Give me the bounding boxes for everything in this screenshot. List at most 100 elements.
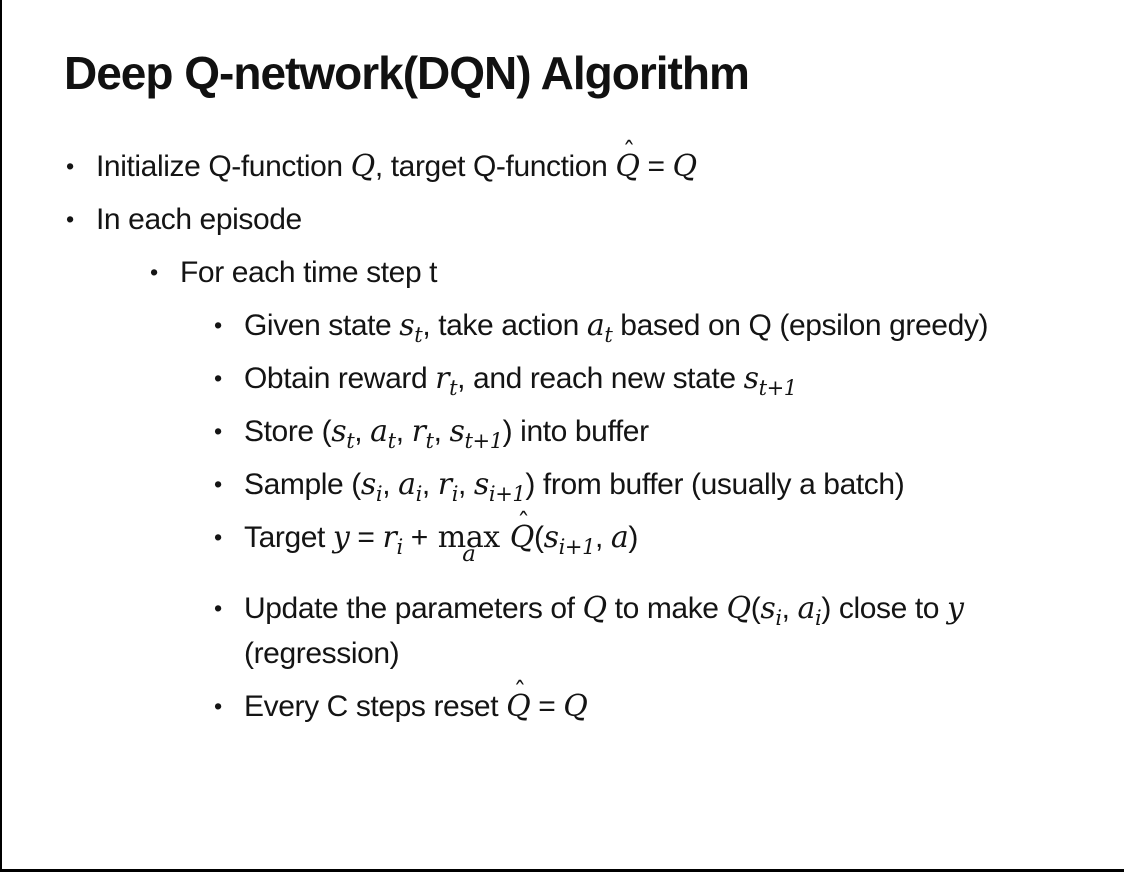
bullet-text: For each time step t [180,250,438,295]
bullet-icon: • [150,259,158,285]
math-subscript: i [815,606,822,630]
math-subscript: i [396,535,403,559]
math-symbol: ri [437,467,459,506]
bullet-icon: • [66,153,74,179]
text-run: ( [533,521,544,554]
text-run: , [433,415,450,448]
math-symbol: rt [435,361,458,400]
math-symbol: Q [506,689,531,724]
math-subscript: t [604,323,613,347]
text-run: (regression) [244,637,400,670]
text-run: ) [628,521,639,554]
text-run: For each time step t [180,256,438,289]
math-symbol: si [360,467,383,506]
text-run: = [639,150,673,183]
list-item: • Store (st, at, rt, st+1) into buffer [214,409,1090,454]
hat-accent-icon: ˆ [517,508,530,539]
math-symbol: Q [615,149,640,184]
math-symbol: si+1 [543,520,596,559]
list-item: • Sample (si, ai, ri, si+1) from buffer (… [214,462,1090,507]
text-run: Every C steps reset [244,690,507,723]
math-symbol: si+1 [473,467,526,506]
math-subscript: i+1 [558,535,596,559]
text-run: ) from buffer (usually a batch) [525,468,905,501]
bullet-icon: • [214,365,222,391]
list-item: • For each time step t [150,250,1090,295]
bullet-icon: • [214,595,222,621]
bullet-text: Update the parameters of Q to make Q(si,… [244,586,1024,676]
math-symbol: Q [672,149,698,184]
text-run: , take action [422,309,587,342]
hat-accent-icon: ˆ [622,137,636,168]
math-symbol: st [399,308,423,347]
math-subscript: t [449,376,458,400]
text-run: , [395,415,412,448]
text-run: , [781,592,798,625]
text-run: Update the parameters of [244,592,583,625]
bullet-text: Initialize Q-function Q, target Q-functi… [96,137,698,189]
bullet-text: In each episode [96,197,302,242]
math-symbol: Q [563,689,588,724]
list-item: •Obtain reward rt, and reach new state s… [214,356,1090,401]
text-run: , [421,468,438,501]
text-run: Target [244,521,333,554]
bullet-icon: • [214,693,222,719]
text-run [502,521,510,554]
list-item: • Initialize Q-function Q, target Q-funct… [66,137,1090,189]
math-symbol: Q [582,591,608,626]
math-subscript: t+1 [464,429,503,453]
math-symbol: ai [797,591,822,630]
math-subscript: i [375,482,383,506]
text-run: In each episode [96,203,302,236]
text-run: , [458,468,474,501]
bullet-icon: • [214,418,222,444]
math-subscript: t+1 [758,376,798,400]
text-run: ) close to [821,592,948,625]
math-symbol: ri [382,520,403,559]
math-symbol: si [760,591,782,630]
math-subscript: t [387,429,396,453]
math-subscript: i [775,606,782,630]
bullet-icon: • [214,312,222,338]
text-run: ( [750,592,761,625]
bullet-text: Store (st, at, rt, st+1) into buffer [244,409,649,454]
text-run: = [530,690,564,723]
math-subscript: i [415,482,423,506]
math-symbol: at [586,308,613,347]
page-title: Deep Q-network(DQN) Algorithm [64,47,750,99]
text-run: = [349,521,383,554]
math-symbol: rt [411,414,434,453]
math-symbol: a [610,520,629,555]
text-run: ) into buffer [502,415,649,448]
math-symbol: y [332,520,350,555]
text-run: , and reach new state [457,362,744,395]
bullet-icon: • [214,524,222,550]
math-subscript: t [346,429,355,453]
text-run: to make [606,592,727,625]
list-item: • In each episode [66,197,1090,242]
bullet-icon: • [66,206,74,232]
text-run: + [402,521,436,554]
bullet-icon: • [214,471,222,497]
bullet-text: Sample (si, ai, ri, si+1) from buffer (u… [244,462,905,507]
bullet-text: Given state st, take action at based on … [244,303,988,348]
math-symbol: st+1 [743,361,798,400]
math-subscript: t [414,323,423,347]
math-symbol: st+1 [449,414,503,453]
math-subscript: i [451,482,459,506]
operator-underscript: a [462,541,476,568]
text-run: , [595,521,611,554]
text-run: Given state [244,309,400,342]
bullet-list: • Initialize Q-function Q, target Q-funct… [2,137,1124,729]
math-subscript: t [425,429,434,453]
hat-accent-icon: ˆ [513,677,526,708]
